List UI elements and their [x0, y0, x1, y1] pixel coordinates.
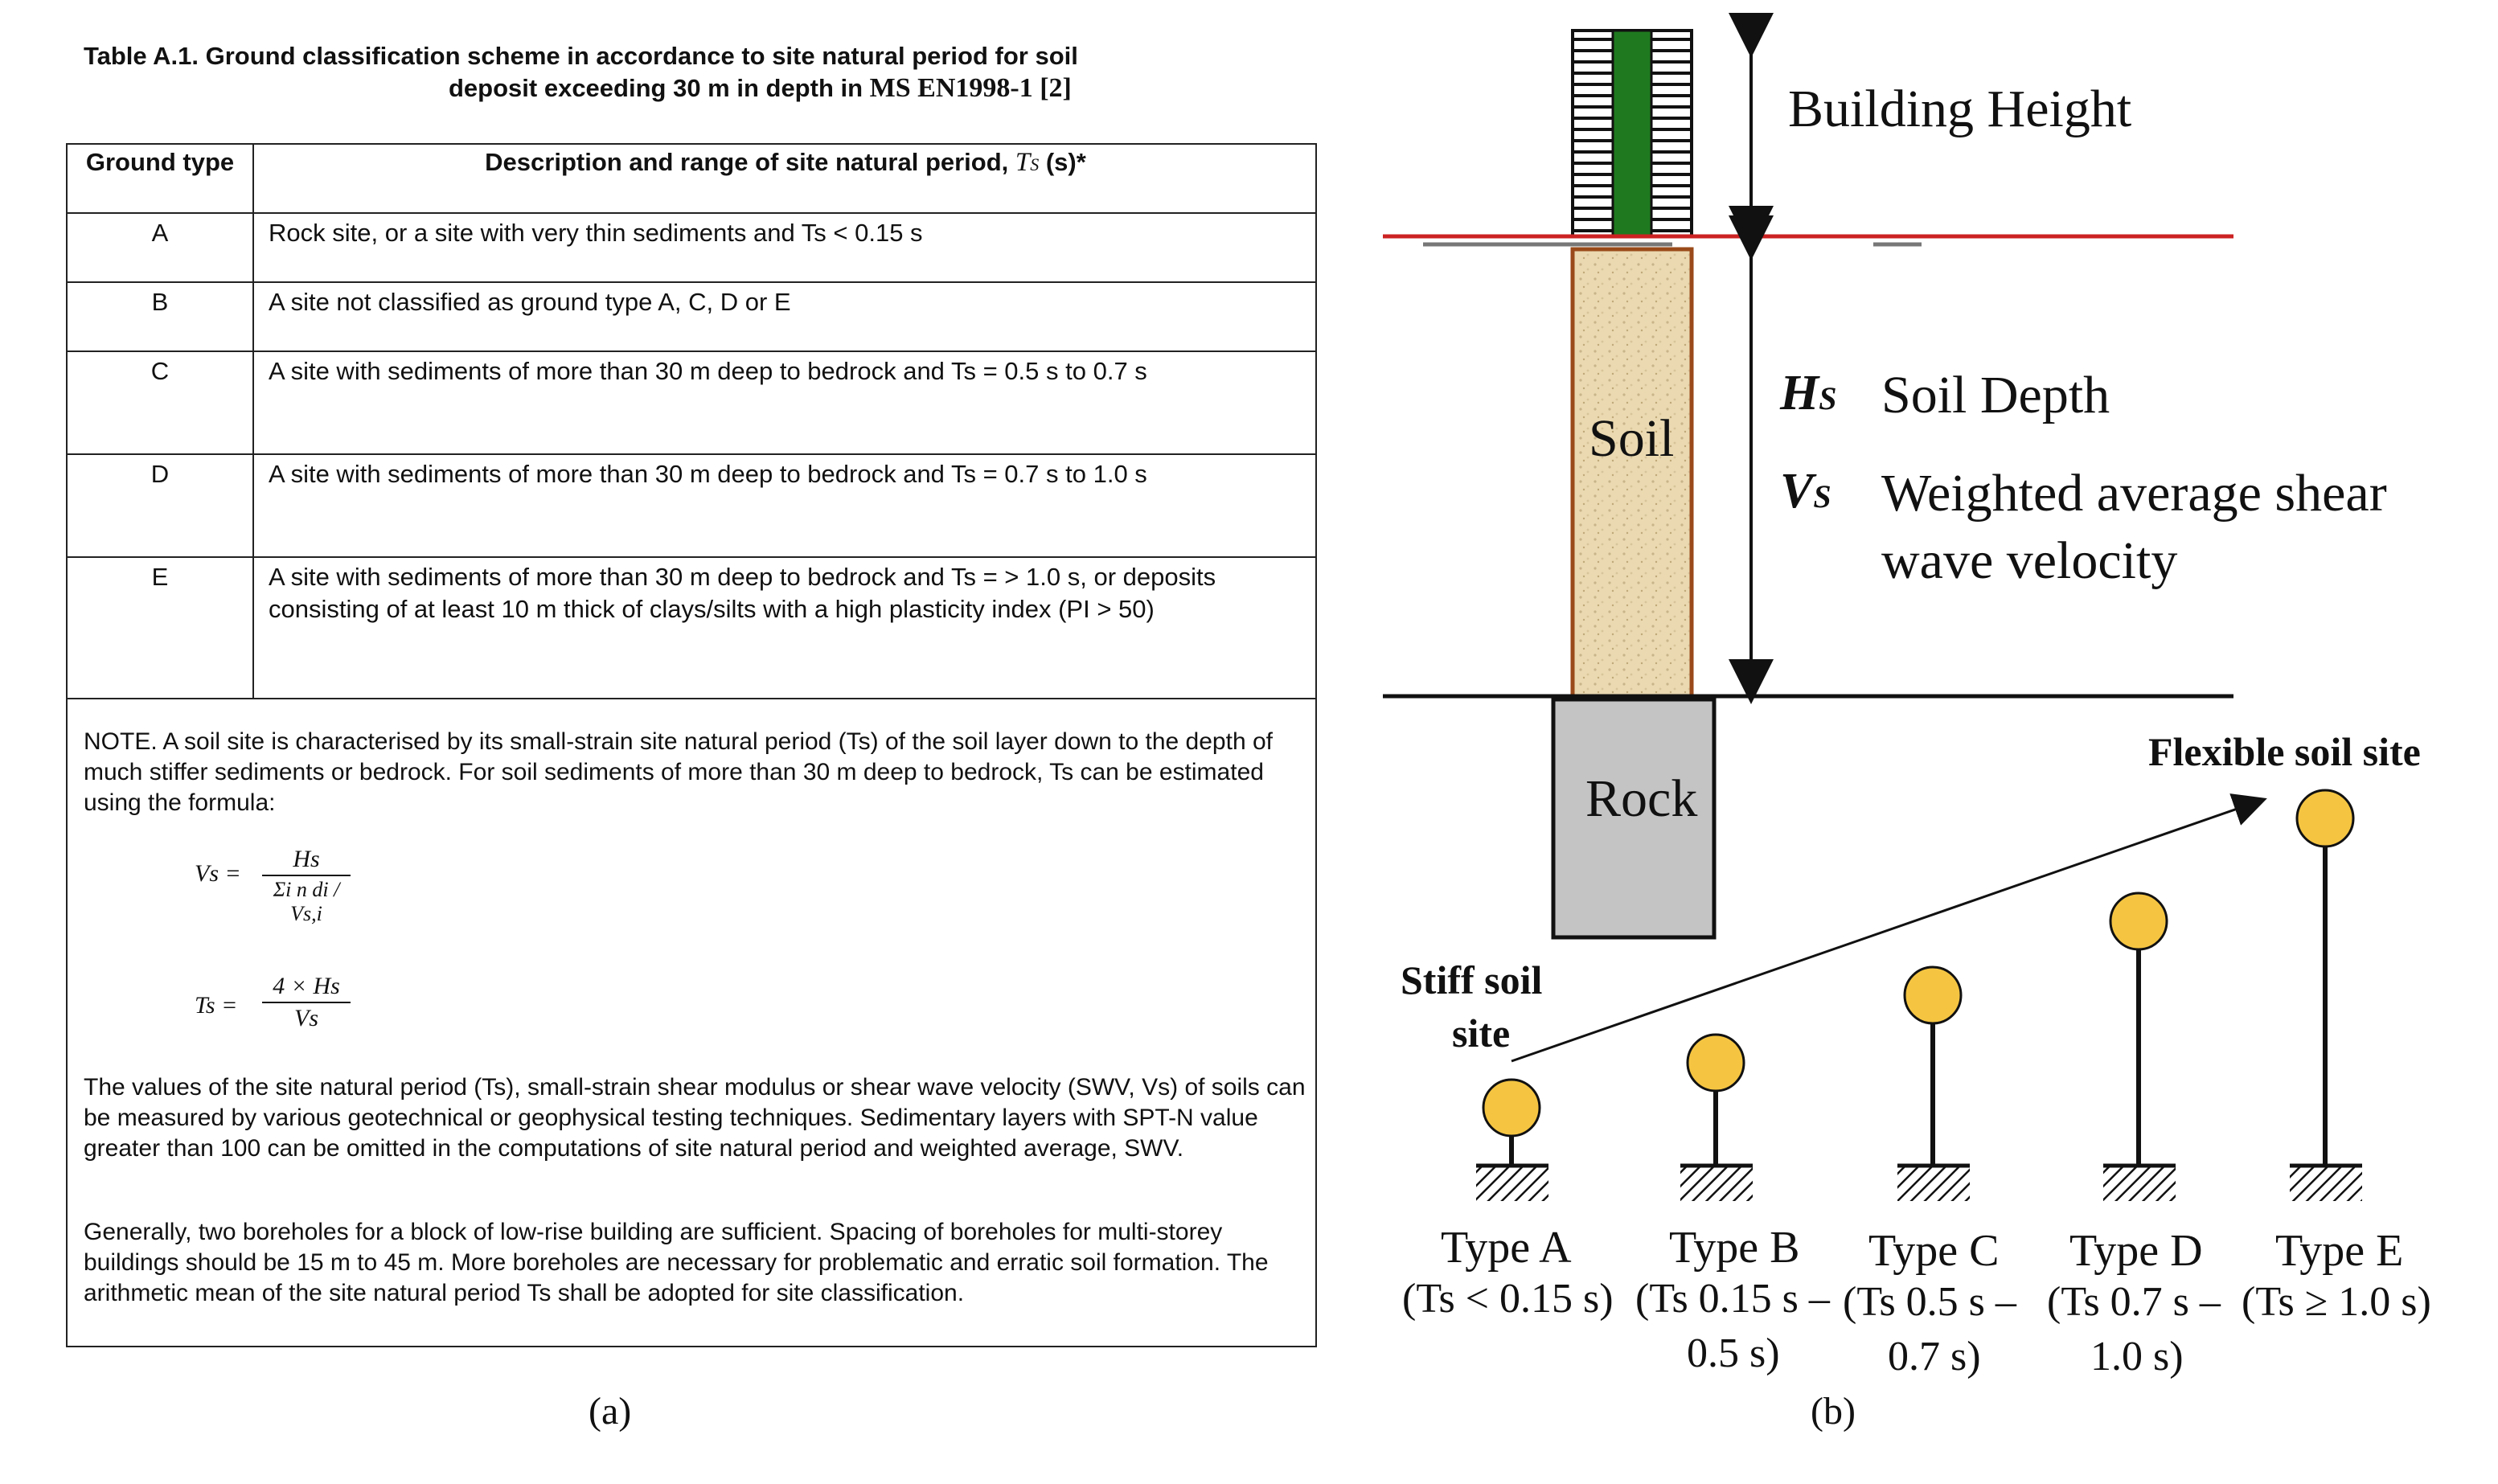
swv-label-line2: wave velocity: [1881, 531, 2178, 590]
building: [1571, 29, 1693, 238]
formula-vs-denominator: Σi n di / Vs,i: [273, 878, 340, 925]
table-title-standard: MS EN1998-1 [2]: [869, 73, 1072, 103]
pendulum-base-hatch: [1897, 1167, 1970, 1201]
rock-block: [1551, 697, 1717, 940]
row-b-description: A site not classified as ground type A, …: [269, 288, 791, 316]
pendulum-base-hatch: [1476, 1167, 1548, 1201]
header-description-text: Description and range of site natural pe…: [485, 148, 1015, 176]
row-e-description: A site with sediments of more than 30 m …: [269, 563, 1216, 623]
pendulum-mass: [1686, 1033, 1745, 1093]
hs-symbol: HS: [1780, 365, 1836, 422]
soil-label: Soil: [1589, 409, 1675, 468]
stiff-soil-site-label-line1: Stiff soil: [1401, 957, 1543, 1002]
rock-label: Rock: [1585, 769, 1698, 828]
table-title-line1: Table A.1. Ground classification scheme …: [84, 42, 1078, 70]
pendulum-base-hatch: [2290, 1167, 2362, 1201]
table-note: NOTE. A soil site is characterised by it…: [84, 728, 1273, 816]
building-height-label: Building Height: [1788, 80, 2132, 138]
building-core: [1611, 29, 1653, 238]
table-row-divider: [68, 453, 1315, 455]
vs-symbol-letter: V: [1780, 464, 1814, 519]
type-c-range-2: 0.7 s): [1888, 1334, 1981, 1379]
formula-ts-fraction: 4 × Hs Vs: [262, 973, 351, 1032]
row-a-type: A: [151, 219, 169, 247]
swv-label-line1: Weighted average shear: [1881, 464, 2387, 523]
type-b-name: Type B: [1669, 1223, 1800, 1273]
soil-depth-label: Soil Depth: [1881, 366, 2110, 424]
pendulum-type-c: [1897, 965, 1970, 1201]
header-description-tail: (s)*: [1039, 148, 1086, 176]
type-d-range-2: 1.0 s): [2090, 1334, 2184, 1379]
soil-column: [1570, 247, 1694, 699]
formula-vs-lhs: Vs =: [195, 860, 241, 887]
type-d-range: (Ts 0.7 s –: [2047, 1279, 2221, 1325]
header-ground-type: Ground type: [85, 148, 235, 176]
formula-ts-numerator: 4 × Hs: [273, 973, 340, 999]
table-column-divider: [252, 145, 254, 698]
formula-ts-lhs: Ts =: [195, 992, 238, 1019]
hs-symbol-sub: S: [1819, 380, 1837, 416]
pendulum-mass: [1482, 1078, 1541, 1138]
type-c-range: (Ts 0.5 s –: [1843, 1279, 2016, 1325]
paragraph-swv: The values of the site natural period (T…: [84, 1074, 1306, 1162]
formula-vs-bar: [262, 875, 351, 876]
row-e-type: E: [151, 563, 169, 591]
panel-b-label: (b): [1811, 1390, 1856, 1433]
type-d-name: Type D: [2069, 1226, 2203, 1276]
pendulum-mass: [2295, 789, 2355, 848]
pendulum-base-hatch: [1680, 1167, 1753, 1201]
vs-symbol-sub: S: [1813, 478, 1831, 514]
pendulum-type-a: [1476, 1078, 1548, 1201]
type-e-name: Type E: [2275, 1226, 2404, 1276]
table-title-line2: deposit exceeding 30 m in depth in MS EN…: [84, 72, 1338, 105]
formula-ts-bar: [262, 1002, 351, 1003]
type-a-name: Type A: [1441, 1223, 1572, 1273]
row-d-description: A site with sediments of more than 30 m …: [269, 460, 1147, 488]
row-b-type: B: [151, 288, 169, 316]
row-a-description: Rock site, or a site with very thin sedi…: [269, 219, 923, 247]
formula-ts-denominator: Vs: [294, 1005, 318, 1031]
type-c-name: Type C: [1868, 1226, 2000, 1276]
type-b-range-2: 0.5 s): [1687, 1330, 1780, 1376]
panel-a-label: (a): [589, 1390, 632, 1433]
pendulum-mass: [1903, 965, 1963, 1025]
flexible-soil-site-label: Flexible soil site: [2148, 729, 2421, 774]
stiff-to-flexible-arrow: [1511, 793, 2267, 1063]
formula-vs-numerator: Hs: [293, 846, 320, 872]
vs-symbol: VS: [1780, 463, 1831, 520]
type-a-range: (Ts < 0.15 s): [1402, 1276, 1614, 1322]
paragraph-boreholes: Generally, two boreholes for a block of …: [84, 1219, 1269, 1306]
table-row-divider: [68, 556, 1315, 558]
type-e-range: (Ts ≥ 1.0 s): [2242, 1279, 2431, 1325]
table-row-divider: [68, 698, 1315, 699]
formula-vs-fraction: Hs Σi n di / Vs,i: [262, 846, 351, 926]
row-c-type: C: [150, 357, 170, 385]
pendulum-base-hatch: [2103, 1167, 2176, 1201]
pendulum-mass: [2109, 892, 2168, 951]
table-row-divider: [68, 281, 1315, 283]
header-description: Description and range of site natural pe…: [252, 146, 1319, 181]
hs-symbol-letter: H: [1780, 366, 1819, 420]
table-title: Table A.1. Ground classification scheme …: [84, 40, 1338, 105]
table-title-line2-text: deposit exceeding 30 m in depth in: [449, 74, 870, 102]
ground-classification-table: Ground type Description and range of sit…: [66, 143, 1317, 1347]
table-row-divider: [68, 212, 1315, 214]
pendulum-type-e: [2290, 789, 2362, 1201]
row-d-type: D: [150, 460, 170, 488]
stiff-soil-site-label-line2: site: [1452, 1011, 1511, 1056]
header-ts-symbol: T: [1015, 148, 1031, 177]
type-b-range: (Ts 0.15 s –: [1635, 1276, 1830, 1322]
row-c-description: A site with sediments of more than 30 m …: [269, 357, 1147, 385]
pendulum-type-d: [2103, 892, 2176, 1201]
table-row-divider: [68, 351, 1315, 352]
header-ts-sub: S: [1030, 154, 1040, 174]
pendulum-type-b: [1680, 1033, 1753, 1201]
